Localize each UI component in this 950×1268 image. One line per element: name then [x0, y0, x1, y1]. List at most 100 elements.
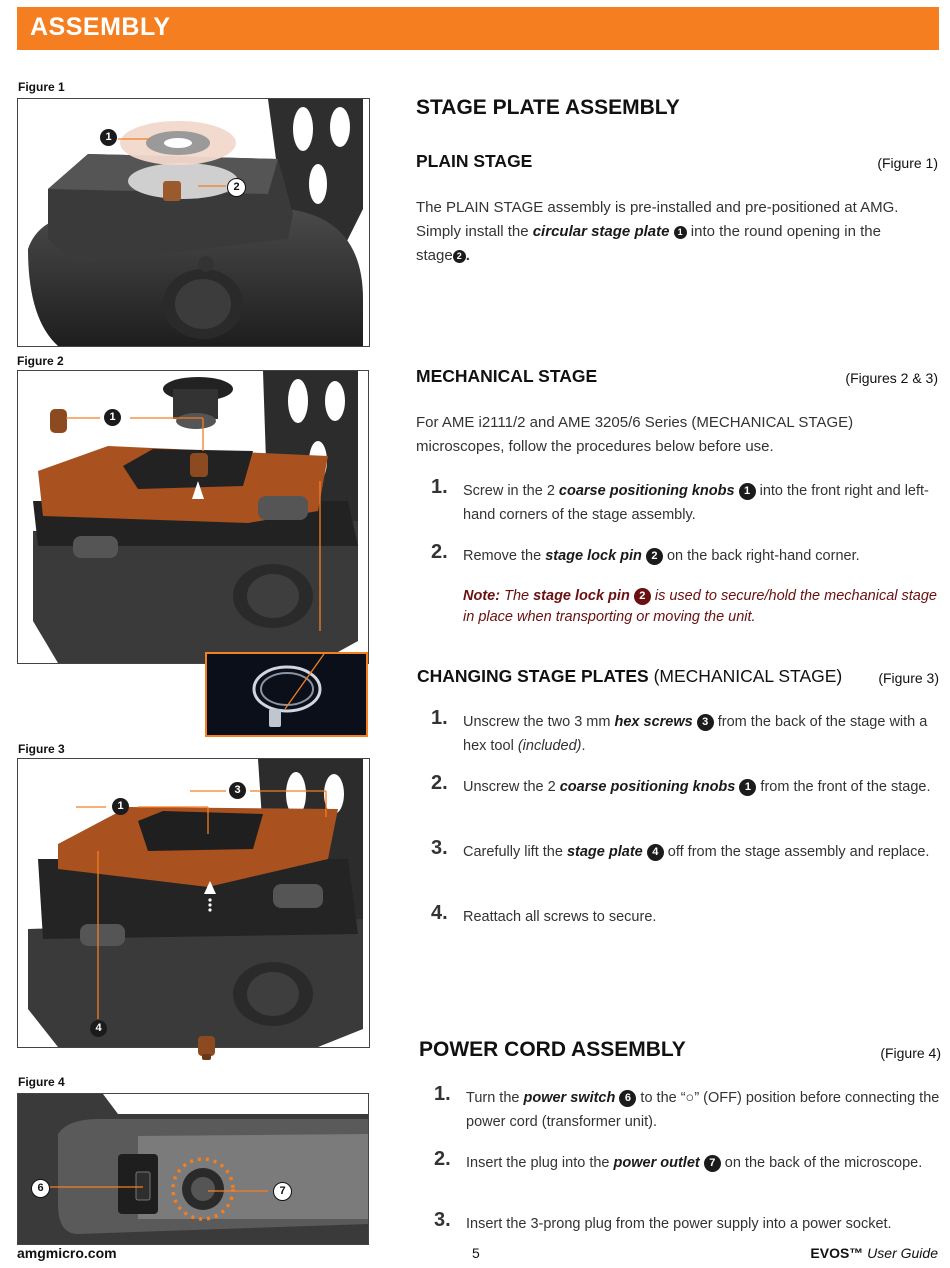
footer-page-number: 5 [472, 1245, 480, 1261]
mechanical-step-1: 1. Screw in the 2 coarse positioning kno… [431, 476, 939, 527]
stage-lock-pin-note: Note: The stage lock pin 2 is used to se… [463, 586, 943, 628]
step-number: 2. [434, 1148, 451, 1170]
step-text-b: on the back of the microscope. [720, 1155, 923, 1171]
footer-guide-title: EVOS™ User Guide [810, 1245, 938, 1261]
step-text-d: . [581, 738, 586, 754]
marker-2: 2 [452, 250, 466, 263]
stage-plate-assembly-title: STAGE PLATE ASSEMBLY [416, 96, 680, 119]
marker-6: 6 [619, 1090, 637, 1107]
step-text-b: from the back of the stage with a hex to… [463, 714, 928, 754]
marker-7: 7 [703, 1155, 721, 1172]
step-text-b: from the front of the stage. [756, 779, 931, 795]
figure-3-image: 1 3 4 [17, 758, 370, 1048]
figure-4-marker-7: 7 [273, 1182, 292, 1201]
step-text-included: (included) [517, 738, 582, 754]
changing-step-2: 2. Unscrew the 2 coarse positioning knob… [431, 772, 941, 799]
step-text-a: Insert the 3-prong plug from the power s… [466, 1216, 892, 1232]
marker-1: 1 [738, 483, 756, 500]
coarse-positioning-knobs-term: coarse positioning knobs [558, 483, 735, 499]
changing-step-3: 3. Carefully lift the stage plate 4 off … [431, 837, 941, 864]
step-text-a: Turn the [466, 1090, 524, 1106]
footer-website: amgmicro.com [17, 1245, 117, 1261]
changing-step-1: 1. Unscrew the two 3 mm hex screws 3 fro… [431, 707, 941, 758]
plain-stage-text-c: . [465, 247, 470, 264]
figure-3-marker-3: 3 [229, 782, 246, 799]
footer-trademark: ™ [849, 1245, 864, 1261]
changing-figure-ref: (Figure 3) [878, 670, 939, 686]
power-step-2: 2. Insert the plug into the power outlet… [434, 1148, 942, 1175]
step-number: 3. [434, 1209, 451, 1231]
mechanical-stage-intro: For AME i2111/2 and AME 3205/6 Series (M… [416, 414, 854, 455]
changing-stage-plates-heading: CHANGING STAGE PLATES (MECHANICAL STAGE) [417, 666, 842, 687]
power-cord-figure-ref: (Figure 4) [880, 1045, 941, 1061]
step-number: 1. [434, 1083, 451, 1105]
step-text-a: Unscrew the two 3 mm [463, 714, 615, 730]
power-step-3: 3. Insert the 3-prong plug from the powe… [434, 1209, 942, 1236]
figure-4-marker-6: 6 [31, 1179, 50, 1198]
step-number: 2. [431, 772, 448, 794]
step-text-a: Carefully lift the [463, 844, 567, 860]
step-number: 1. [431, 707, 448, 729]
mechanical-step-2: 2. Remove the stage lock pin 2 on the ba… [431, 541, 939, 568]
stage-plate-term: stage plate [566, 844, 643, 860]
step-text-b: off from the stage assembly and replace. [663, 844, 930, 860]
marker-2: 2 [645, 548, 663, 565]
figure-1-label: Figure 1 [18, 80, 65, 94]
mechanical-stage-figure-ref: (Figures 2 & 3) [845, 370, 938, 386]
changing-step-4: 4. Reattach all screws to secure. [431, 902, 941, 929]
plain-stage-text-a: The PLAIN STAGE assembly is pre-installe… [416, 199, 899, 240]
note-text-b: is used to secure/hold the mechanical st… [463, 588, 937, 625]
step-number: 3. [431, 837, 448, 859]
figure-3-hex-screw [198, 1036, 215, 1060]
step-text-a: Screw in the 2 [463, 483, 559, 499]
hex-screws-term: hex screws [614, 714, 693, 730]
plain-stage-text-b: into the round opening in the stage [416, 223, 881, 264]
figure-1-marker-1: 1 [100, 129, 117, 146]
figure-4-illustration [18, 1094, 368, 1244]
step-text-b: to the “○” (OFF) position before connect… [466, 1090, 940, 1130]
plain-stage-figure-ref: (Figure 1) [877, 155, 938, 171]
section-title: ASSEMBLY [30, 13, 171, 41]
power-cord-assembly-title: POWER CORD ASSEMBLY [419, 1038, 686, 1061]
figure-3-label: Figure 3 [18, 742, 65, 756]
step-text-a: Unscrew the 2 [463, 779, 560, 795]
figure-3-marker-4: 4 [90, 1020, 107, 1037]
note-label: Note: [463, 588, 501, 604]
mechanical-stage-heading: MECHANICAL STAGE [416, 366, 598, 386]
marker-4: 4 [646, 844, 664, 861]
changing-heading-main: CHANGING STAGE PLATES [417, 666, 649, 686]
figure-1-illustration [28, 99, 363, 346]
figure-3-illustration [28, 759, 363, 1047]
coarse-positioning-knobs-term: coarse positioning knobs [559, 779, 736, 795]
figure-2-inset-illustration [252, 654, 325, 727]
figure-2-inset-lock-pin [205, 652, 368, 737]
step-text-a: Insert the plug into the [466, 1155, 614, 1171]
footer-brand: EVOS [810, 1245, 850, 1261]
stage-lock-pin-term: stage lock pin [545, 548, 642, 564]
step-number: 4. [431, 902, 448, 924]
plain-stage-instructions: The PLAIN STAGE assembly is pre-installe… [416, 196, 916, 268]
step-number: 1. [431, 476, 448, 498]
figure-4-label: Figure 4 [18, 1075, 65, 1089]
power-outlet-term: power outlet [613, 1155, 700, 1171]
figure-4-image: 6 7 [17, 1093, 369, 1245]
power-switch-term: power switch [523, 1090, 616, 1106]
marker-2: 2 [633, 588, 651, 605]
section-header-bar: ASSEMBLY [17, 7, 939, 50]
figure-3-marker-1: 1 [112, 798, 129, 815]
plain-stage-heading: PLAIN STAGE [416, 151, 533, 171]
figure-1-marker-2: 2 [227, 178, 246, 197]
footer-guide: User Guide [863, 1245, 938, 1261]
changing-heading-suffix: (MECHANICAL STAGE) [648, 666, 843, 686]
step-text-b: into the front right and left-hand corne… [463, 483, 929, 523]
marker-1: 1 [673, 226, 687, 239]
circular-stage-plate-term: circular stage plate [532, 223, 670, 240]
note-text-a: The [500, 588, 534, 604]
note-term: stage lock pin [533, 588, 630, 604]
figure-2-illustration [33, 371, 358, 663]
marker-3: 3 [696, 714, 714, 731]
figure-1-image: 1 2 [17, 98, 370, 347]
step-text-b: on the back right-hand corner. [662, 548, 860, 564]
marker-1: 1 [739, 779, 757, 796]
step-text-a: Reattach all screws to secure. [463, 909, 657, 925]
